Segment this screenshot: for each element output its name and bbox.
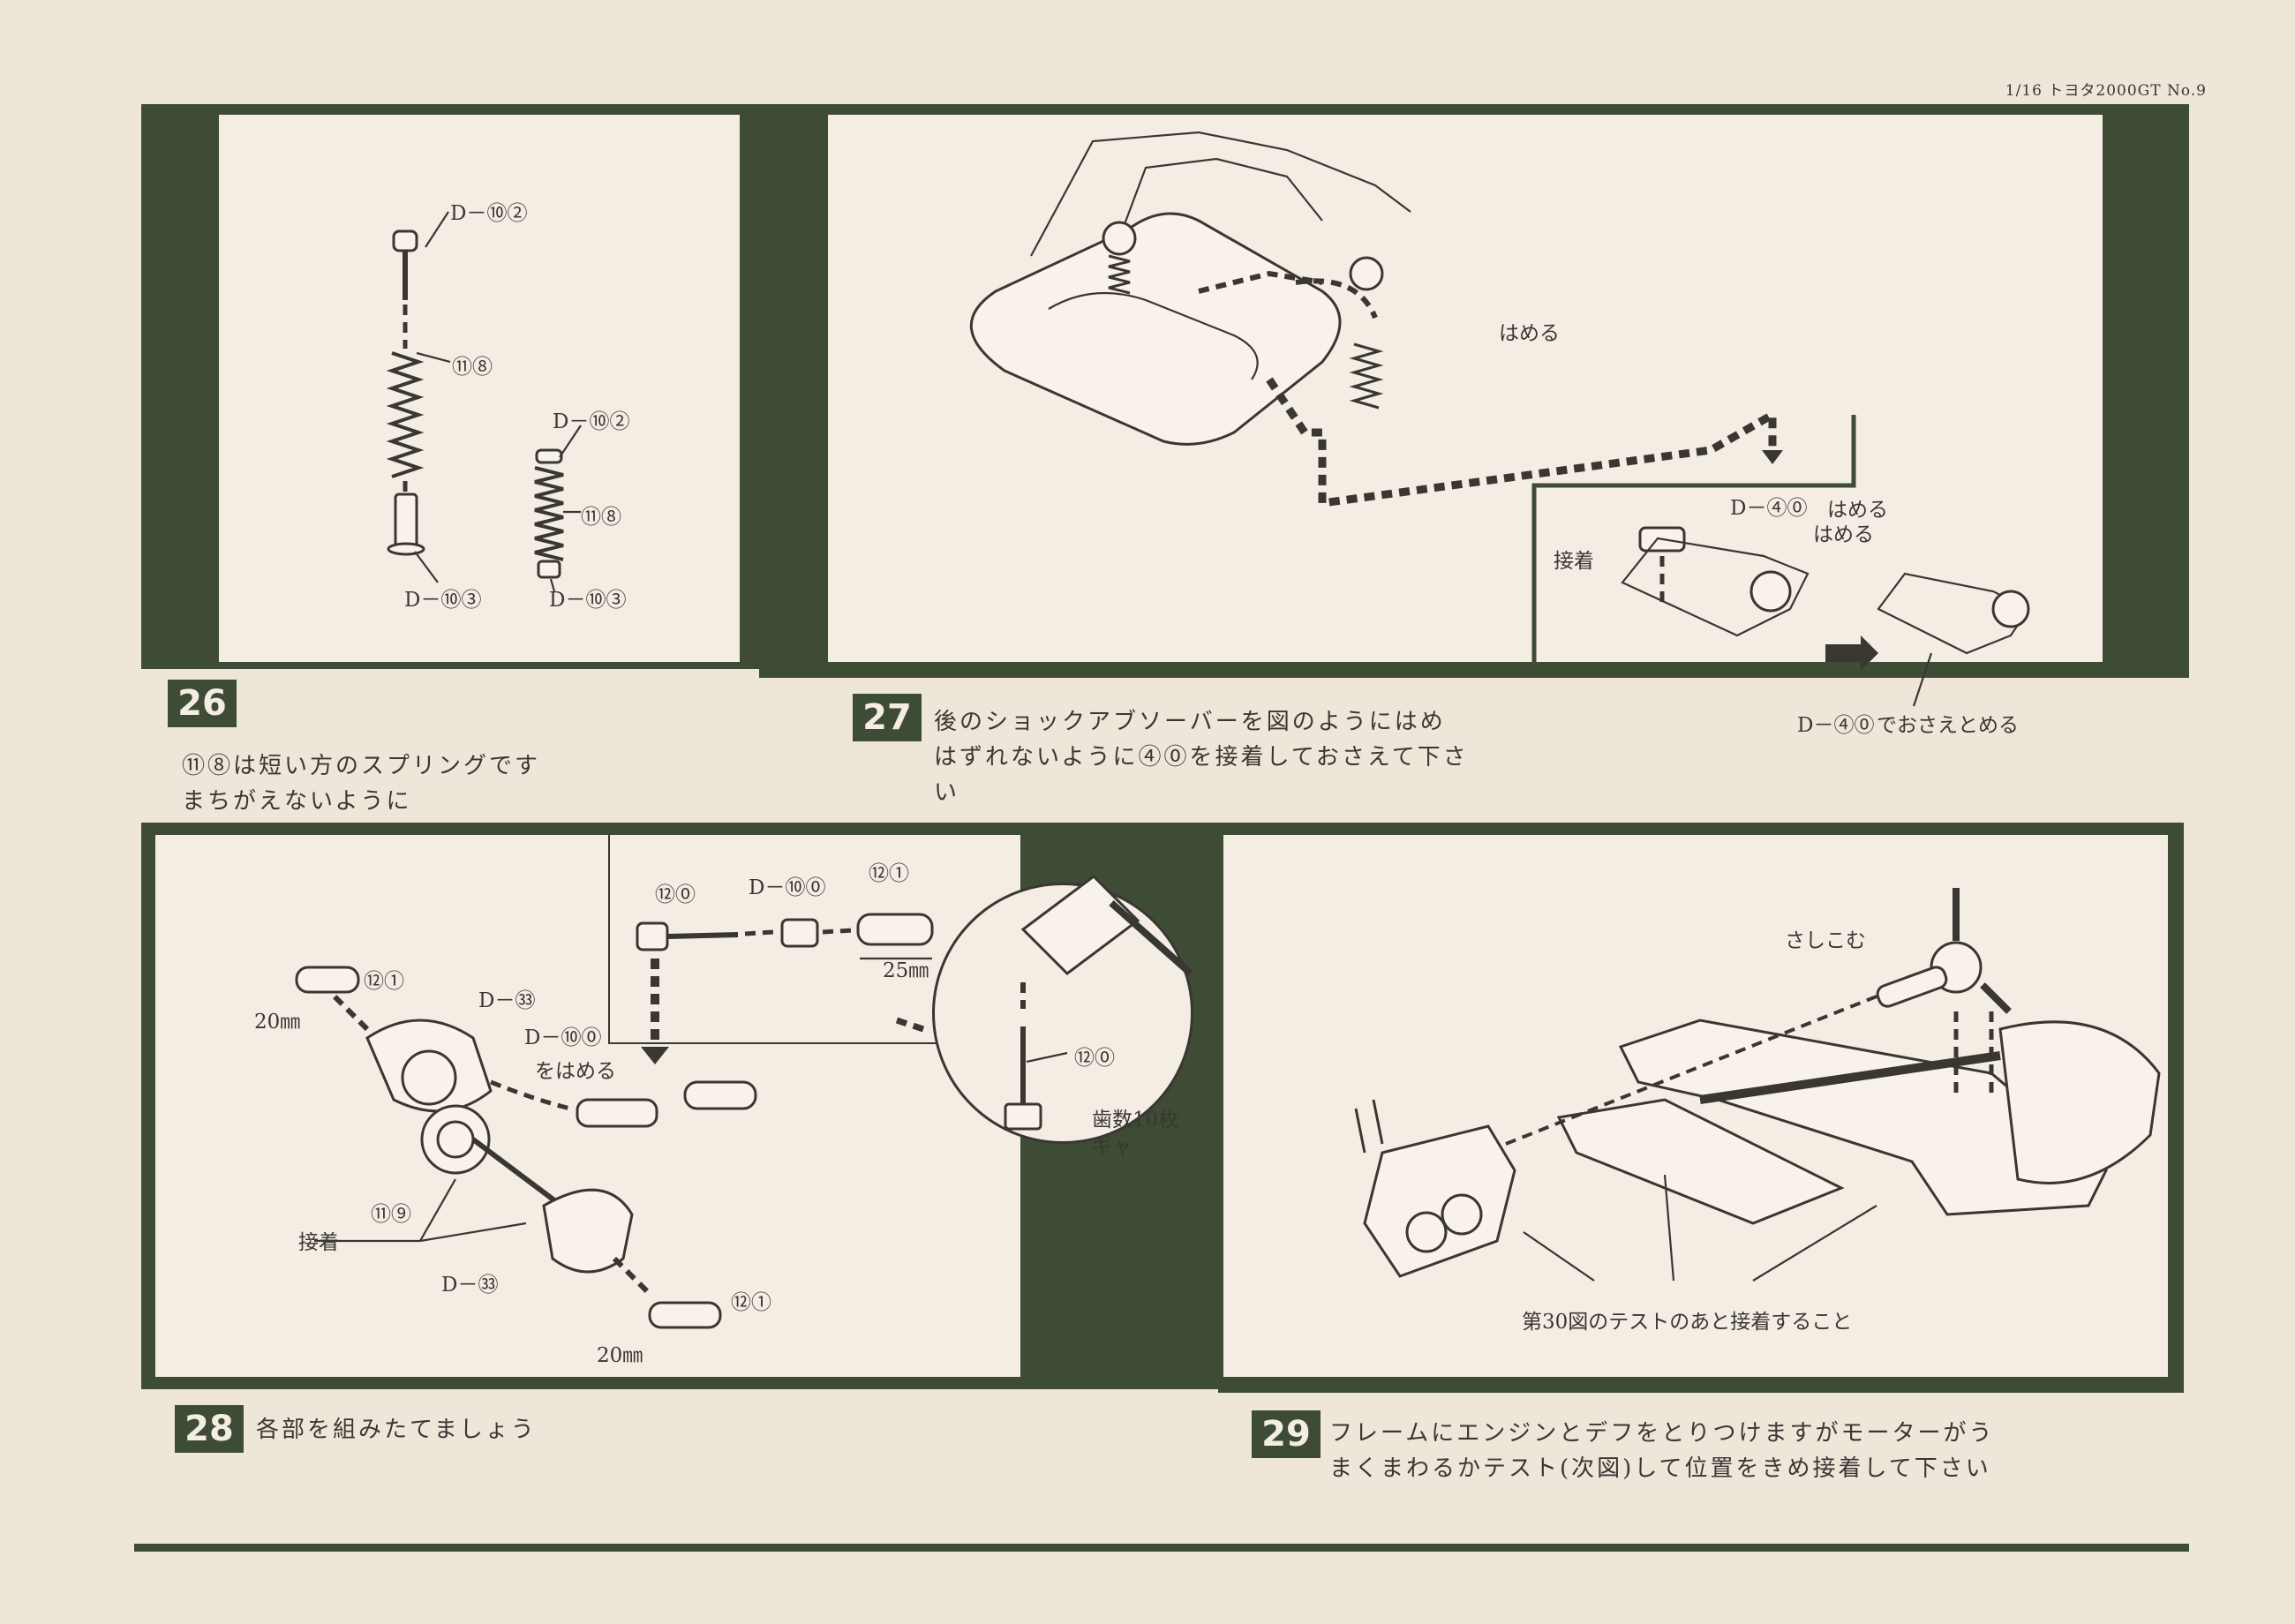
step-26-illustration <box>386 211 582 592</box>
step-26-number: 26 <box>168 680 237 727</box>
label-d103-right: D－⑩③ <box>549 589 627 612</box>
label-121-lower: ⑫① <box>731 1291 771 1314</box>
hammer-gear-illustration <box>1004 875 1193 1131</box>
gear-detail-circle: ⑫⓪ 歯数10枚 ギャ <box>932 875 1193 1158</box>
label-d102-right: D－⑩② <box>553 410 630 433</box>
step-27-illustration <box>970 131 2030 707</box>
label-20mm-lower: 20㎜ <box>597 1344 643 1367</box>
step-28-number: 28 <box>175 1405 244 1453</box>
step-26-panel: D－⑩② ⑪⑧ D－⑩③ D－⑩② ⑪⑧ D－⑩③ <box>219 115 740 662</box>
label-test-note: 第30図のテストのあと接着すること <box>1522 1311 1853 1334</box>
label-hameru-top: はめる <box>1499 322 1560 345</box>
step-28-caption: 各部を組みたてましょう <box>256 1417 537 1443</box>
step-29-illustration <box>1354 888 2161 1282</box>
label-121-top: ⑫① <box>869 862 909 885</box>
label-d100-left: D－⑩⓪ <box>524 1026 602 1049</box>
label-wohameru: をはめる <box>535 1060 616 1083</box>
label-20mm-left: 20㎜ <box>254 1011 301 1034</box>
label-gear-teeth: 歯数10枚 <box>1092 1109 1179 1132</box>
label-118-right: ⑪⑧ <box>581 506 621 529</box>
label-25mm: 25㎜ <box>883 959 929 982</box>
label-secchaku-27: 接着 <box>1554 550 1594 573</box>
label-d40-bottom: D－④⓪ <box>1797 714 1875 737</box>
step-27-caption: 後のショックアブソーバーを図のようにはめ はずれないように④⓪を接着しておさえて… <box>934 709 1469 806</box>
step-27-panel: はめる D－④⓪ はめる はめる 接着 <box>828 115 2103 707</box>
step-29-caption: フレームにエンジンとデフをとりつけますがモーターがう まくまわるかテスト(次図)… <box>1329 1420 1995 1482</box>
step-27-number: 27 <box>853 694 922 741</box>
label-hameru-low: はめる <box>1813 523 1874 546</box>
label-d33-lower: D－㉝ <box>441 1274 499 1297</box>
bottom-rule <box>134 1544 2189 1552</box>
step-29-panel: さしこむ 第30図のテストのあと接着すること <box>1223 835 2168 1377</box>
step-28-panel: ⑫① 20㎜ D－㉝ D－⑩⓪ をはめる ⑪⑨ 接着 D－㉝ ⑫① 20㎜ ⑫⓪… <box>155 835 1020 1377</box>
label-120-top: ⑫⓪ <box>655 883 696 906</box>
label-118-upper: ⑪⑧ <box>452 356 493 379</box>
label-119: ⑪⑨ <box>371 1203 411 1226</box>
label-d100-top: D－⑩⓪ <box>749 876 826 899</box>
step-29-number: 29 <box>1252 1410 1321 1458</box>
label-osaetomeru: でおさえとめる <box>1877 714 2019 737</box>
label-d102-upper: D－⑩② <box>450 202 528 225</box>
label-d33-upper: D－㉝ <box>478 989 536 1012</box>
label-120-circle: ⑫⓪ <box>1074 1047 1115 1070</box>
label-secchaku-28: 接着 <box>298 1231 339 1254</box>
label-hameru-mid: はめる <box>1827 499 1888 522</box>
step-26-caption: ⑪⑧は短い方のスプリングです まちがえないように <box>182 753 541 815</box>
label-d103-left: D－⑩③ <box>404 589 482 612</box>
label-sashikomu: さしこむ <box>1785 929 1866 952</box>
step-28-illustration <box>295 835 1012 1329</box>
label-121-left: ⑫① <box>364 970 404 993</box>
label-gear: ギャ <box>1092 1135 1132 1158</box>
page-header: 1/16 トヨタ2000GT No.9 <box>2005 82 2207 100</box>
label-d40-top: D－④⓪ <box>1730 497 1808 520</box>
